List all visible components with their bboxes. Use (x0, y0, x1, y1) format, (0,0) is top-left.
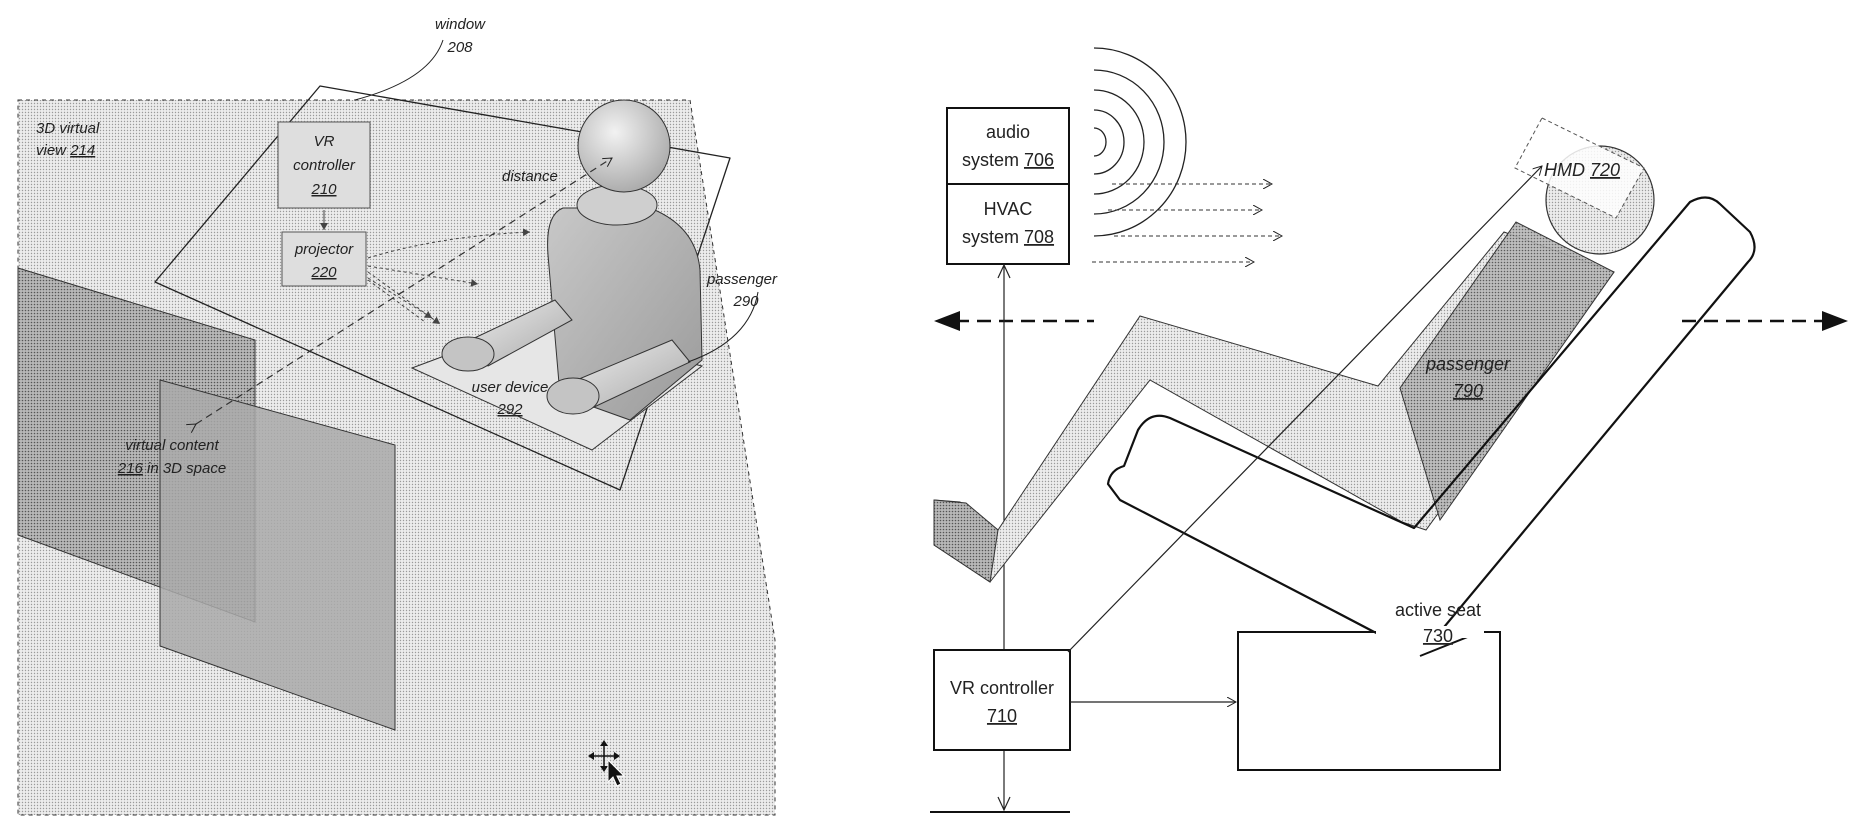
vr-controller-710-ref: 710 (987, 706, 1017, 726)
active-seat-730-ref: 730 (1423, 626, 1453, 646)
virtual-content-ref: 216 (117, 460, 144, 477)
audio-system-ref: 706 (1024, 150, 1054, 170)
hmd-720-device (1514, 117, 1645, 219)
hmd-720-name: HMD (1544, 160, 1590, 180)
passenger-right-hand (546, 377, 600, 415)
active-seat-730-body (1237, 631, 1501, 771)
user-device-label: user device (472, 379, 549, 396)
controller-to-hmd-line (1067, 166, 1542, 653)
virtual-view-prefix: view (36, 142, 70, 159)
audio-system-line2: system 706 (962, 150, 1054, 170)
hvac-system-line2: system 708 (962, 227, 1054, 247)
audio-system-box (946, 107, 1070, 185)
passenger-790-label: passenger (1425, 354, 1511, 374)
airflow-arrows (1092, 184, 1282, 262)
projector-220-ref: 220 (310, 264, 337, 281)
hvac-system-line1: HVAC (984, 199, 1033, 219)
audio-system-prefix: system (962, 150, 1024, 170)
audio-system-line1: audio (986, 122, 1030, 142)
user-device-ref: 292 (496, 401, 523, 418)
virtual-content-line1: virtual content (125, 437, 219, 454)
virtual-content-line2: 216 in 3D space (117, 460, 226, 477)
passenger-head (577, 99, 671, 193)
active-seat-730-outline (1106, 196, 1756, 658)
vr-controller-210-line2: controller (293, 157, 356, 174)
passenger-left-hand (441, 336, 495, 372)
passenger-leader-line (687, 291, 759, 363)
distance-label: distance (502, 168, 558, 185)
hvac-system-prefix: system (962, 227, 1024, 247)
passenger-790-torso (1399, 221, 1615, 522)
hmd-720-label: HMD 720 (1544, 160, 1620, 180)
sound-waves-icon (1093, 47, 1187, 237)
vr-controller-710-box (933, 649, 1071, 751)
right-figure: audio system 706 HVAC system 708 VR cont… (930, 47, 1848, 813)
motion-direction-arrows (934, 311, 1848, 331)
virtual-view-line2: view 214 (36, 142, 95, 159)
vr-controller-210-line1: VR (314, 133, 335, 150)
hvac-system-box (946, 183, 1070, 265)
virtual-view-ref: 214 (69, 142, 95, 159)
passenger-790-lower-leg (933, 499, 999, 583)
left-figure: VR controller 210 projector 220 window 2… (17, 16, 778, 816)
projector-220-label: projector (294, 241, 354, 258)
hvac-system-ref: 708 (1024, 227, 1054, 247)
distance-arrow (196, 158, 612, 424)
window-ref: 208 (446, 39, 473, 56)
active-seat-730-label: active seat (1395, 600, 1481, 620)
passenger-290-label: passenger (706, 271, 778, 288)
window-label: window (435, 16, 486, 33)
passenger-790-ref: 790 (1453, 381, 1483, 401)
passenger-290-ref: 290 (732, 293, 759, 310)
virtual-content-suffix: in 3D space (143, 460, 226, 477)
window-leader-line (354, 39, 444, 101)
hmd-720-ref: 720 (1590, 160, 1620, 180)
virtual-view-line1: 3D virtual (36, 120, 100, 137)
move-cursor-icon (588, 740, 626, 787)
vr-controller-710-label: VR controller (950, 678, 1054, 698)
vr-controller-210-ref: 210 (310, 181, 337, 198)
